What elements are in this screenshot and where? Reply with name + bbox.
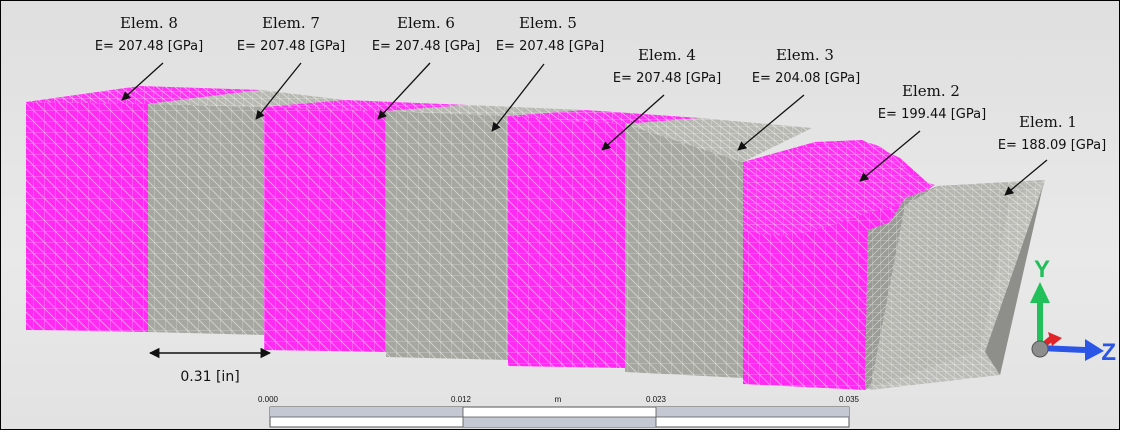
annotation-arrows: [121, 62, 1048, 196]
elem-3-modulus: E= 204.08 [GPa]: [752, 71, 860, 86]
dimension-label: 0.31 [in]: [180, 369, 239, 385]
y-axis-label: Y: [1034, 256, 1050, 283]
beam-model: [26, 86, 1045, 390]
elem-7-modulus: E= 207.48 [GPa]: [237, 39, 345, 54]
element-1-segment: [865, 180, 1045, 390]
elem-3-name: Elem. 3: [776, 46, 834, 64]
arrow-elem-6: [377, 62, 431, 120]
elem-2-name: Elem. 2: [902, 82, 960, 100]
elem-6-name: Elem. 6: [397, 14, 455, 32]
x-axis-arrowhead: [1048, 332, 1062, 346]
triad-origin: [1031, 340, 1049, 358]
arrow-elem-1: [1004, 159, 1048, 196]
scale-tick-3: 0.035: [839, 395, 860, 404]
element-8-segment: [26, 86, 261, 332]
axis-triad: Y Z: [1030, 256, 1116, 366]
arrow-elem-8: [121, 62, 164, 101]
elem-6-modulus: E= 207.48 [GPa]: [372, 39, 480, 54]
arrow-elem-2: [859, 130, 921, 182]
arrow-elem-5: [491, 63, 545, 132]
scale-tick-0: 0.000: [258, 395, 279, 404]
elem-5-modulus: E= 207.48 [GPa]: [496, 39, 604, 54]
z-axis-label: Z: [1101, 339, 1116, 366]
elem-2-modulus: E= 199.44 [GPa]: [878, 107, 986, 122]
elem-8-modulus: E= 207.48 [GPa]: [95, 39, 203, 54]
elem-4-modulus: E= 207.48 [GPa]: [613, 71, 721, 86]
dimension-indicator: 0.31 [in]: [148, 347, 272, 385]
elem-7-name: Elem. 7: [262, 14, 320, 32]
scale-bar: 0.000 0.012 m 0.023 0.035: [258, 395, 860, 428]
elem-1-modulus: E= 188.09 [GPa]: [998, 138, 1106, 153]
scale-unit: m: [555, 395, 562, 404]
elem-8-name: Elem. 8: [120, 14, 178, 32]
scale-tick-1: 0.012: [451, 395, 472, 404]
element-3-segment: [625, 118, 812, 378]
elem-5-name: Elem. 5: [519, 14, 577, 32]
scale-tick-2: 0.023: [646, 395, 667, 404]
element-labels: Elem. 8 E= 207.48 [GPa] Elem. 7 E= 207.4…: [95, 14, 1106, 153]
element-7-segment: [148, 90, 345, 335]
element-4-segment: [508, 110, 700, 368]
arrow-elem-3: [737, 94, 805, 151]
arrow-elem-4: [601, 94, 665, 151]
arrow-elem-7: [255, 62, 302, 120]
z-axis-arrowhead: [1085, 339, 1104, 361]
element-5-segment: [386, 105, 585, 360]
element-2-segment: [743, 140, 935, 390]
y-axis-arrowhead: [1030, 282, 1050, 303]
elem-4-name: Elem. 4: [638, 46, 696, 64]
elem-1-name: Elem. 1: [1019, 113, 1077, 131]
element-6-segment: [264, 100, 468, 352]
